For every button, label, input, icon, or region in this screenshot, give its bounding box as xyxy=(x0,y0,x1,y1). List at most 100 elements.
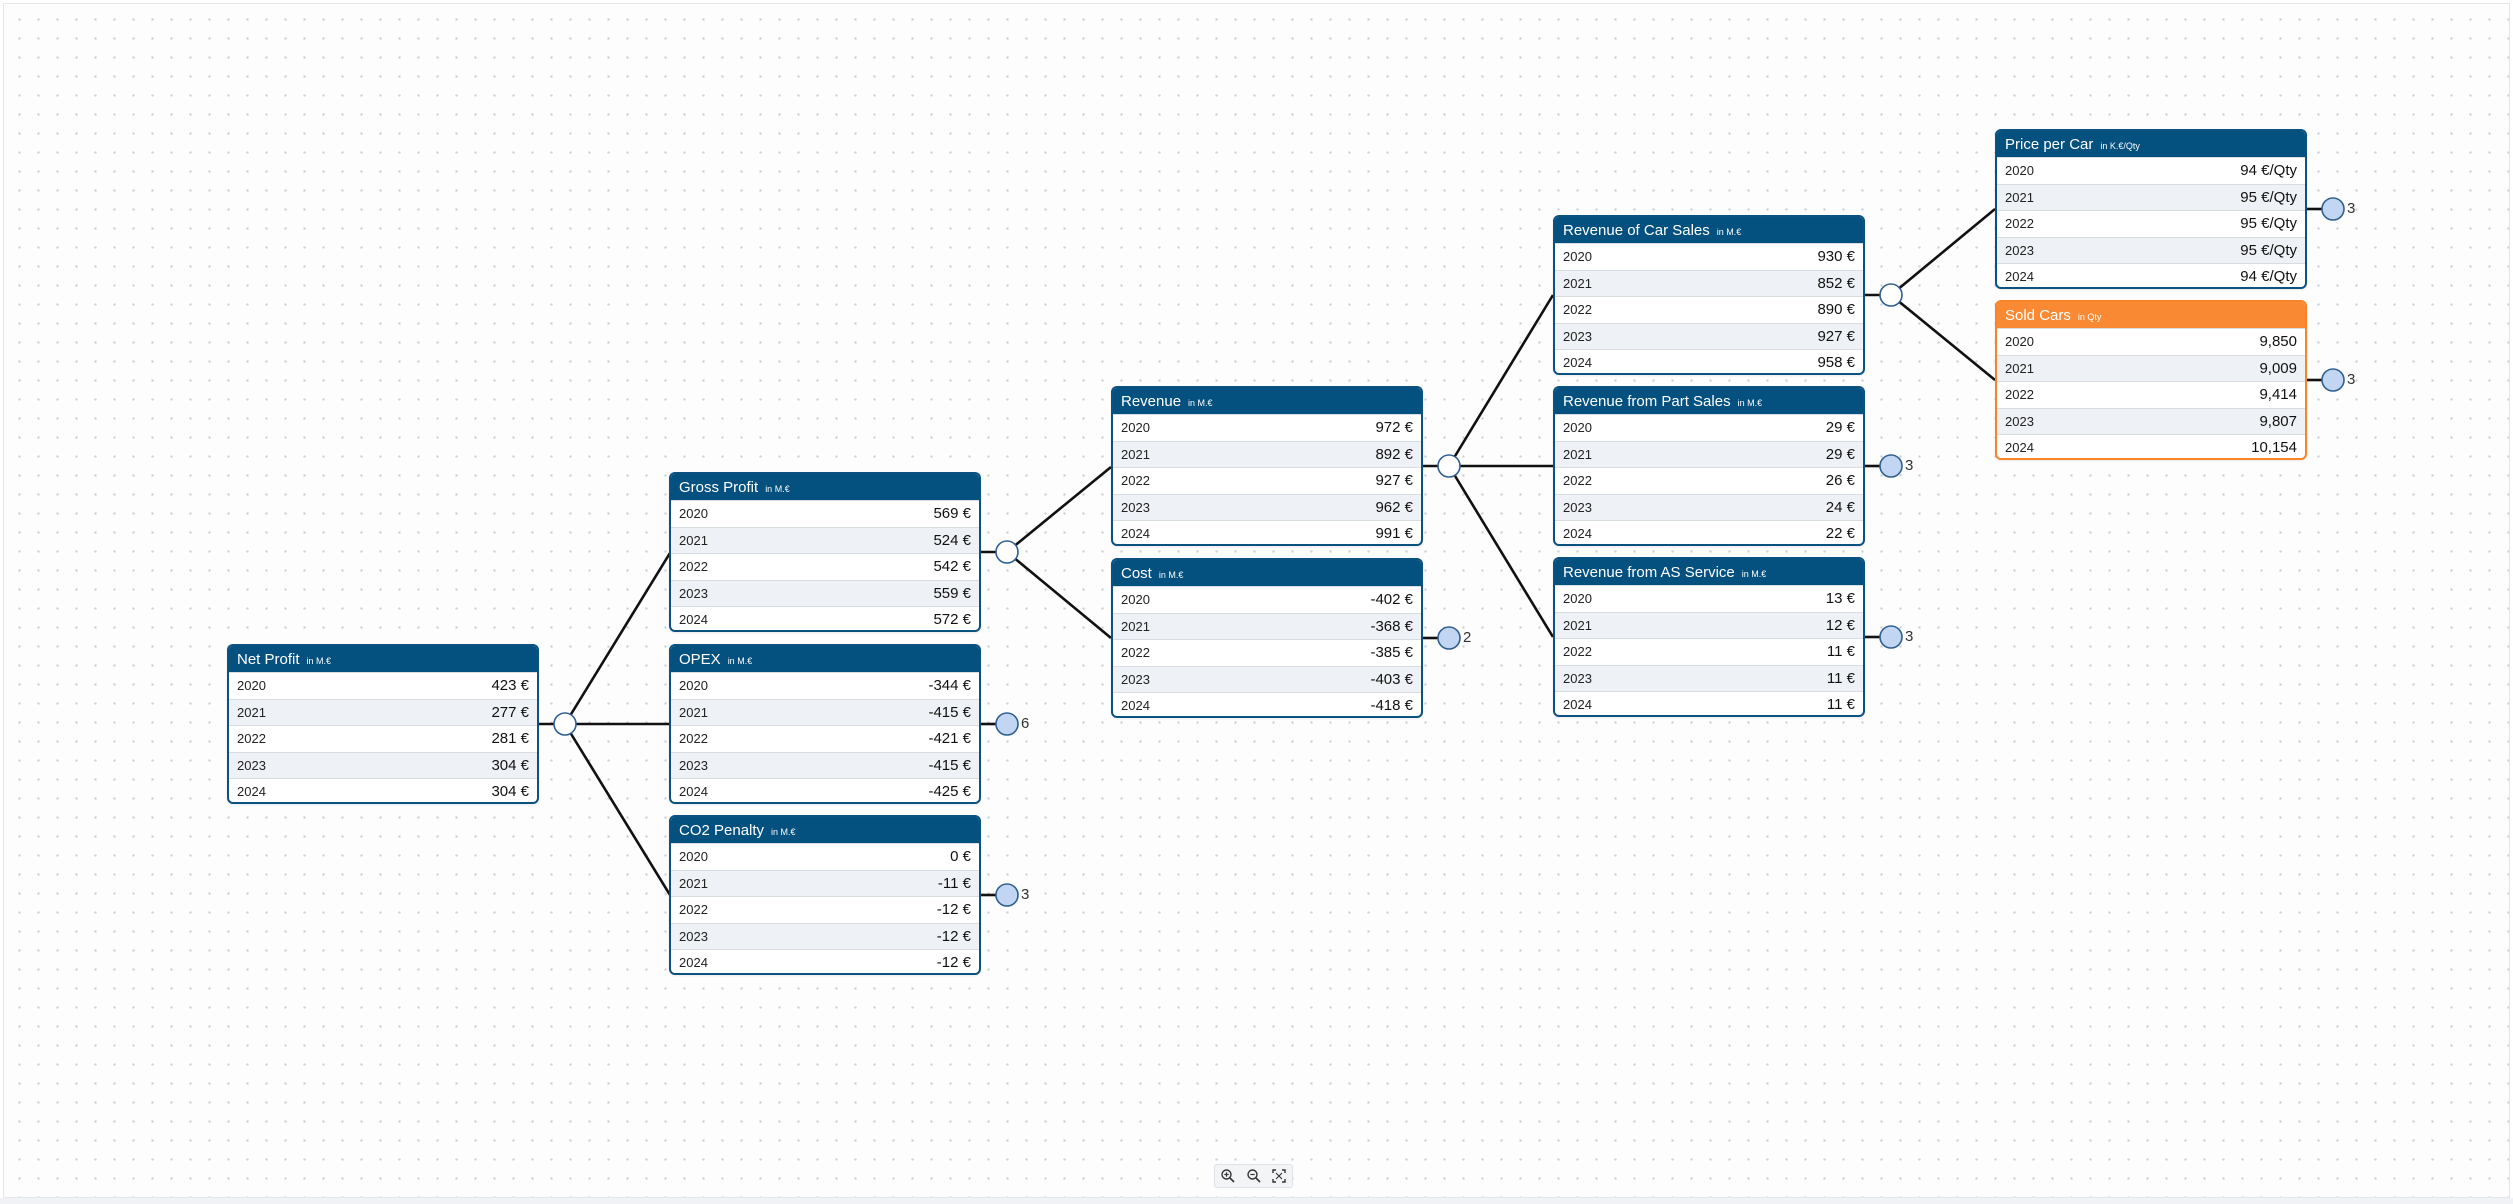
row-year: 2023 xyxy=(679,585,708,601)
zoom-in-button[interactable] xyxy=(1215,1165,1241,1187)
zoom-out-button[interactable] xyxy=(1241,1165,1267,1187)
card-title: Cost xyxy=(1121,564,1152,582)
row-year: 2024 xyxy=(1563,697,1592,713)
row-year: 2023 xyxy=(1563,670,1592,686)
collapsed-count-revenue-part-sales: 3 xyxy=(1905,457,1914,474)
card-unit: in M.€ xyxy=(1188,397,1213,408)
row-value: 542 € xyxy=(933,558,971,576)
collapsed-count-opex: 6 xyxy=(1021,715,1030,732)
row-value: 12 € xyxy=(1825,616,1855,634)
row-value: 890 € xyxy=(1817,301,1855,319)
zoom-in-icon xyxy=(1221,1169,1235,1183)
row-value: 991 € xyxy=(1375,525,1413,543)
row-year: 2022 xyxy=(1563,644,1592,660)
card-title: Net Profit xyxy=(237,650,300,668)
expand-toggle-co2-penalty[interactable] xyxy=(995,883,1019,907)
expand-toggle-sold-cars[interactable] xyxy=(2321,368,2345,392)
table-row: 2020-402 € xyxy=(1113,586,1421,613)
table-row: 2024-418 € xyxy=(1113,692,1421,716)
expand-toggle-net-profit[interactable] xyxy=(553,712,577,736)
card-rows: 2020-344 €2021-415 €2022-421 €2023-415 €… xyxy=(671,672,979,802)
row-value: -415 € xyxy=(928,756,971,774)
row-year: 2022 xyxy=(1121,645,1150,661)
card-title: Sold Cars xyxy=(2005,306,2071,324)
row-value: 927 € xyxy=(1375,472,1413,490)
row-value: 281 € xyxy=(491,730,529,748)
expand-toggle-revenue[interactable] xyxy=(1437,454,1461,478)
row-value: 927 € xyxy=(1817,327,1855,345)
row-value: 26 € xyxy=(1825,472,1855,490)
expand-toggle-revenue-as-service[interactable] xyxy=(1879,625,1903,649)
row-year: 2020 xyxy=(1121,592,1150,608)
table-row: 2021-11 € xyxy=(671,869,979,896)
expand-toggle-opex[interactable] xyxy=(995,712,1019,736)
card-unit: in M.€ xyxy=(771,826,796,837)
row-value: 972 € xyxy=(1375,419,1413,437)
expand-toggle-gross-profit[interactable] xyxy=(995,540,1019,564)
fit-screen-button[interactable] xyxy=(1266,1165,1292,1187)
row-value: 9,850 xyxy=(2259,333,2297,351)
card-title: OPEX xyxy=(679,650,721,668)
row-value: 24 € xyxy=(1825,498,1855,516)
row-value: -344 € xyxy=(928,677,971,695)
row-value: 423 € xyxy=(491,677,529,695)
row-year: 2020 xyxy=(679,506,708,522)
card-unit: in M.€ xyxy=(765,483,790,494)
table-row: 2023 24 € xyxy=(1555,493,1863,520)
row-year: 2024 xyxy=(679,612,708,628)
row-year: 2024 xyxy=(237,784,266,800)
row-year: 2020 xyxy=(2005,163,2034,179)
card-title: Price per Car xyxy=(2005,135,2094,153)
row-value: 0 € xyxy=(950,848,971,866)
collapsed-count-revenue-as-service: 3 xyxy=(1905,628,1914,645)
row-value: 11 € xyxy=(1826,696,1855,714)
expand-toggle-revenue-part-sales[interactable] xyxy=(1879,454,1903,478)
expand-toggle-cost[interactable] xyxy=(1437,626,1461,650)
row-year: 2022 xyxy=(1563,302,1592,318)
card-unit: in M.€ xyxy=(306,655,332,666)
row-year: 2023 xyxy=(1563,499,1592,515)
row-year: 2020 xyxy=(1563,249,1592,265)
fit-screen-icon xyxy=(1272,1169,1286,1183)
row-year: 2024 xyxy=(1121,698,1150,714)
expand-toggle-revenue-car-sales[interactable] xyxy=(1879,283,1903,307)
table-row: 2022 890 € xyxy=(1555,296,1863,323)
expand-toggle-price-per-car[interactable] xyxy=(2321,197,2345,221)
